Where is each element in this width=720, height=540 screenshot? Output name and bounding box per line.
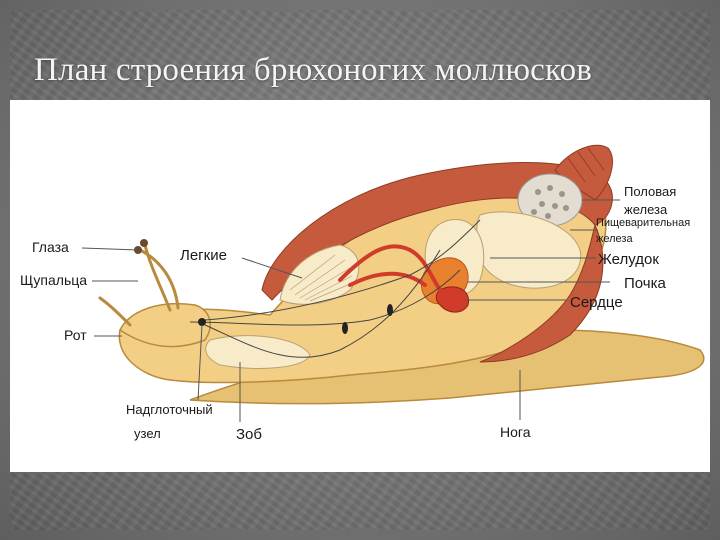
ganglion-dot — [198, 318, 206, 326]
vessel-2 — [348, 271, 427, 287]
diagram-panel: Глаза Щупальца Рот Надглоточный узел Зоб… — [10, 100, 710, 472]
label-lungs: Легкие — [180, 247, 227, 264]
label-heart: Сердце — [570, 294, 623, 311]
label-gonad-line2: железа — [624, 202, 668, 217]
head-shape — [119, 303, 211, 348]
label-digestive-line1: Пищеварительная — [596, 217, 690, 229]
tentacle-upper — [143, 243, 172, 312]
heart-shape — [435, 286, 470, 313]
label-digestive-line2: железа — [596, 233, 633, 245]
nerve-1 — [204, 219, 481, 321]
shell-back-edge — [479, 223, 604, 363]
nerve-2 — [204, 249, 441, 358]
tentacle-upper-2 — [138, 248, 180, 310]
label-foot: Нога — [500, 424, 531, 440]
label-gonad-line1: Половая — [624, 184, 676, 199]
label-crop: Зоб — [236, 426, 262, 443]
vessel-1 — [338, 244, 442, 292]
leader-lungs — [241, 257, 303, 279]
esophagus — [189, 269, 461, 326]
label-tentacles: Щупальца — [20, 272, 87, 288]
label-mouth: Рот — [64, 327, 87, 343]
leader-ganglion — [197, 324, 203, 401]
eye-1 — [140, 239, 148, 247]
label-ganglion-line1: Надглоточный — [126, 402, 213, 417]
lung-shape — [279, 244, 360, 305]
label-stomach: Желудок — [598, 251, 659, 268]
nerve-node-2 — [387, 304, 393, 316]
crop-shape — [205, 335, 311, 369]
nerve-node-1 — [342, 322, 348, 334]
label-kidney: Почка — [624, 275, 667, 292]
tentacle-lower — [98, 296, 132, 327]
label-ganglion-line2: узел — [134, 426, 161, 441]
label-eyes: Глаза — [32, 239, 69, 255]
leader-eyes — [81, 247, 139, 251]
page-title: План строения брюхоногих моллюсков — [34, 52, 593, 88]
gastropod-anatomy-diagram: Глаза Щупальца Рот Надглоточный узел Зоб… — [20, 144, 705, 443]
